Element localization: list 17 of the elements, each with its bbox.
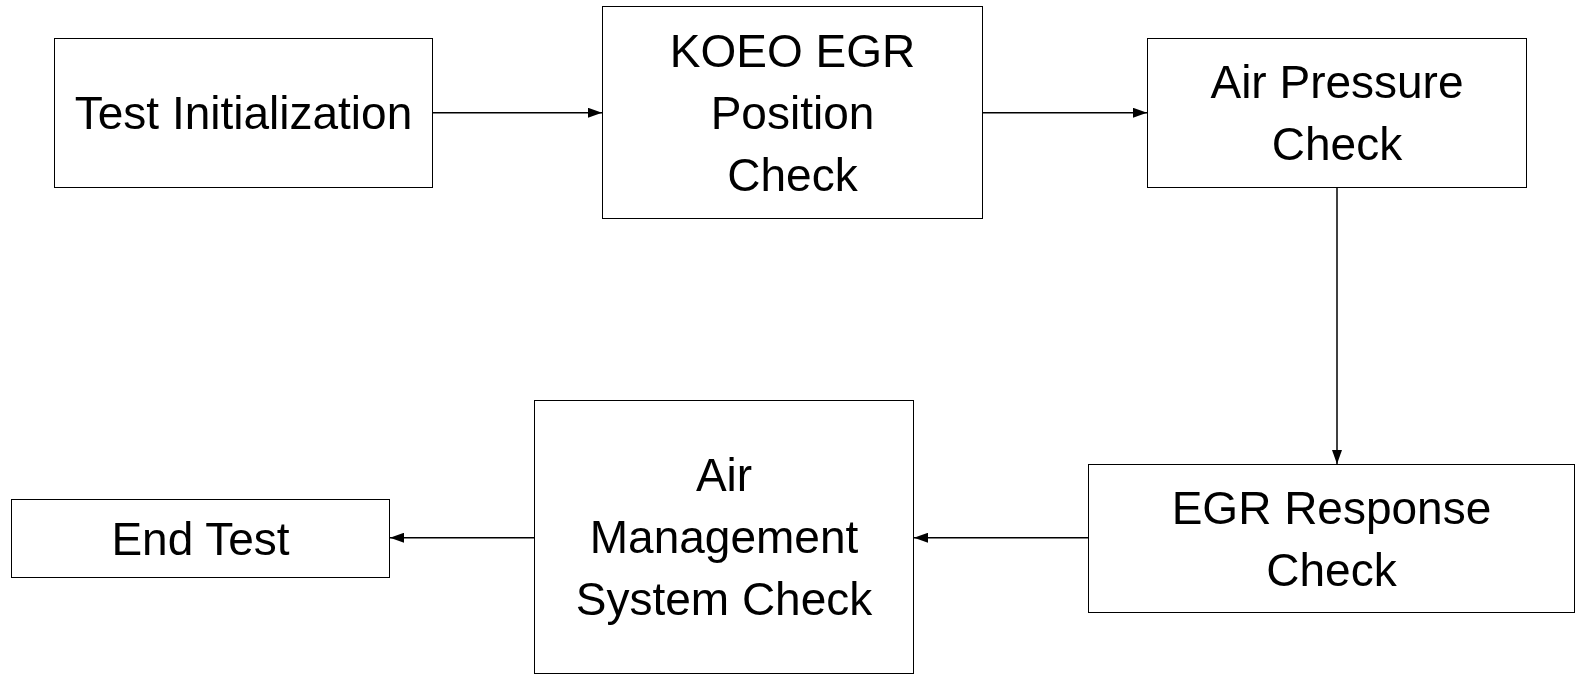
process-box <box>1088 464 1575 613</box>
box-label: KOEO EGR Position Check <box>668 23 917 203</box>
box-label: Air Management System Check <box>574 448 874 627</box>
arrow <box>982 107 1148 118</box>
process-box <box>534 400 914 674</box>
box-label: EGR Response Check <box>1170 480 1493 598</box>
box-label: Test Initialization <box>74 86 413 141</box>
process-box <box>602 6 983 219</box>
arrow <box>1332 187 1342 465</box>
box-label: End Test <box>111 511 290 567</box>
box-label: Air Pressure Check <box>1209 55 1465 172</box>
process-box <box>1147 38 1527 188</box>
process-box <box>54 38 433 188</box>
arrow <box>913 532 1089 543</box>
process-box <box>11 499 390 578</box>
arrow <box>389 532 535 543</box>
arrow <box>432 107 603 118</box>
